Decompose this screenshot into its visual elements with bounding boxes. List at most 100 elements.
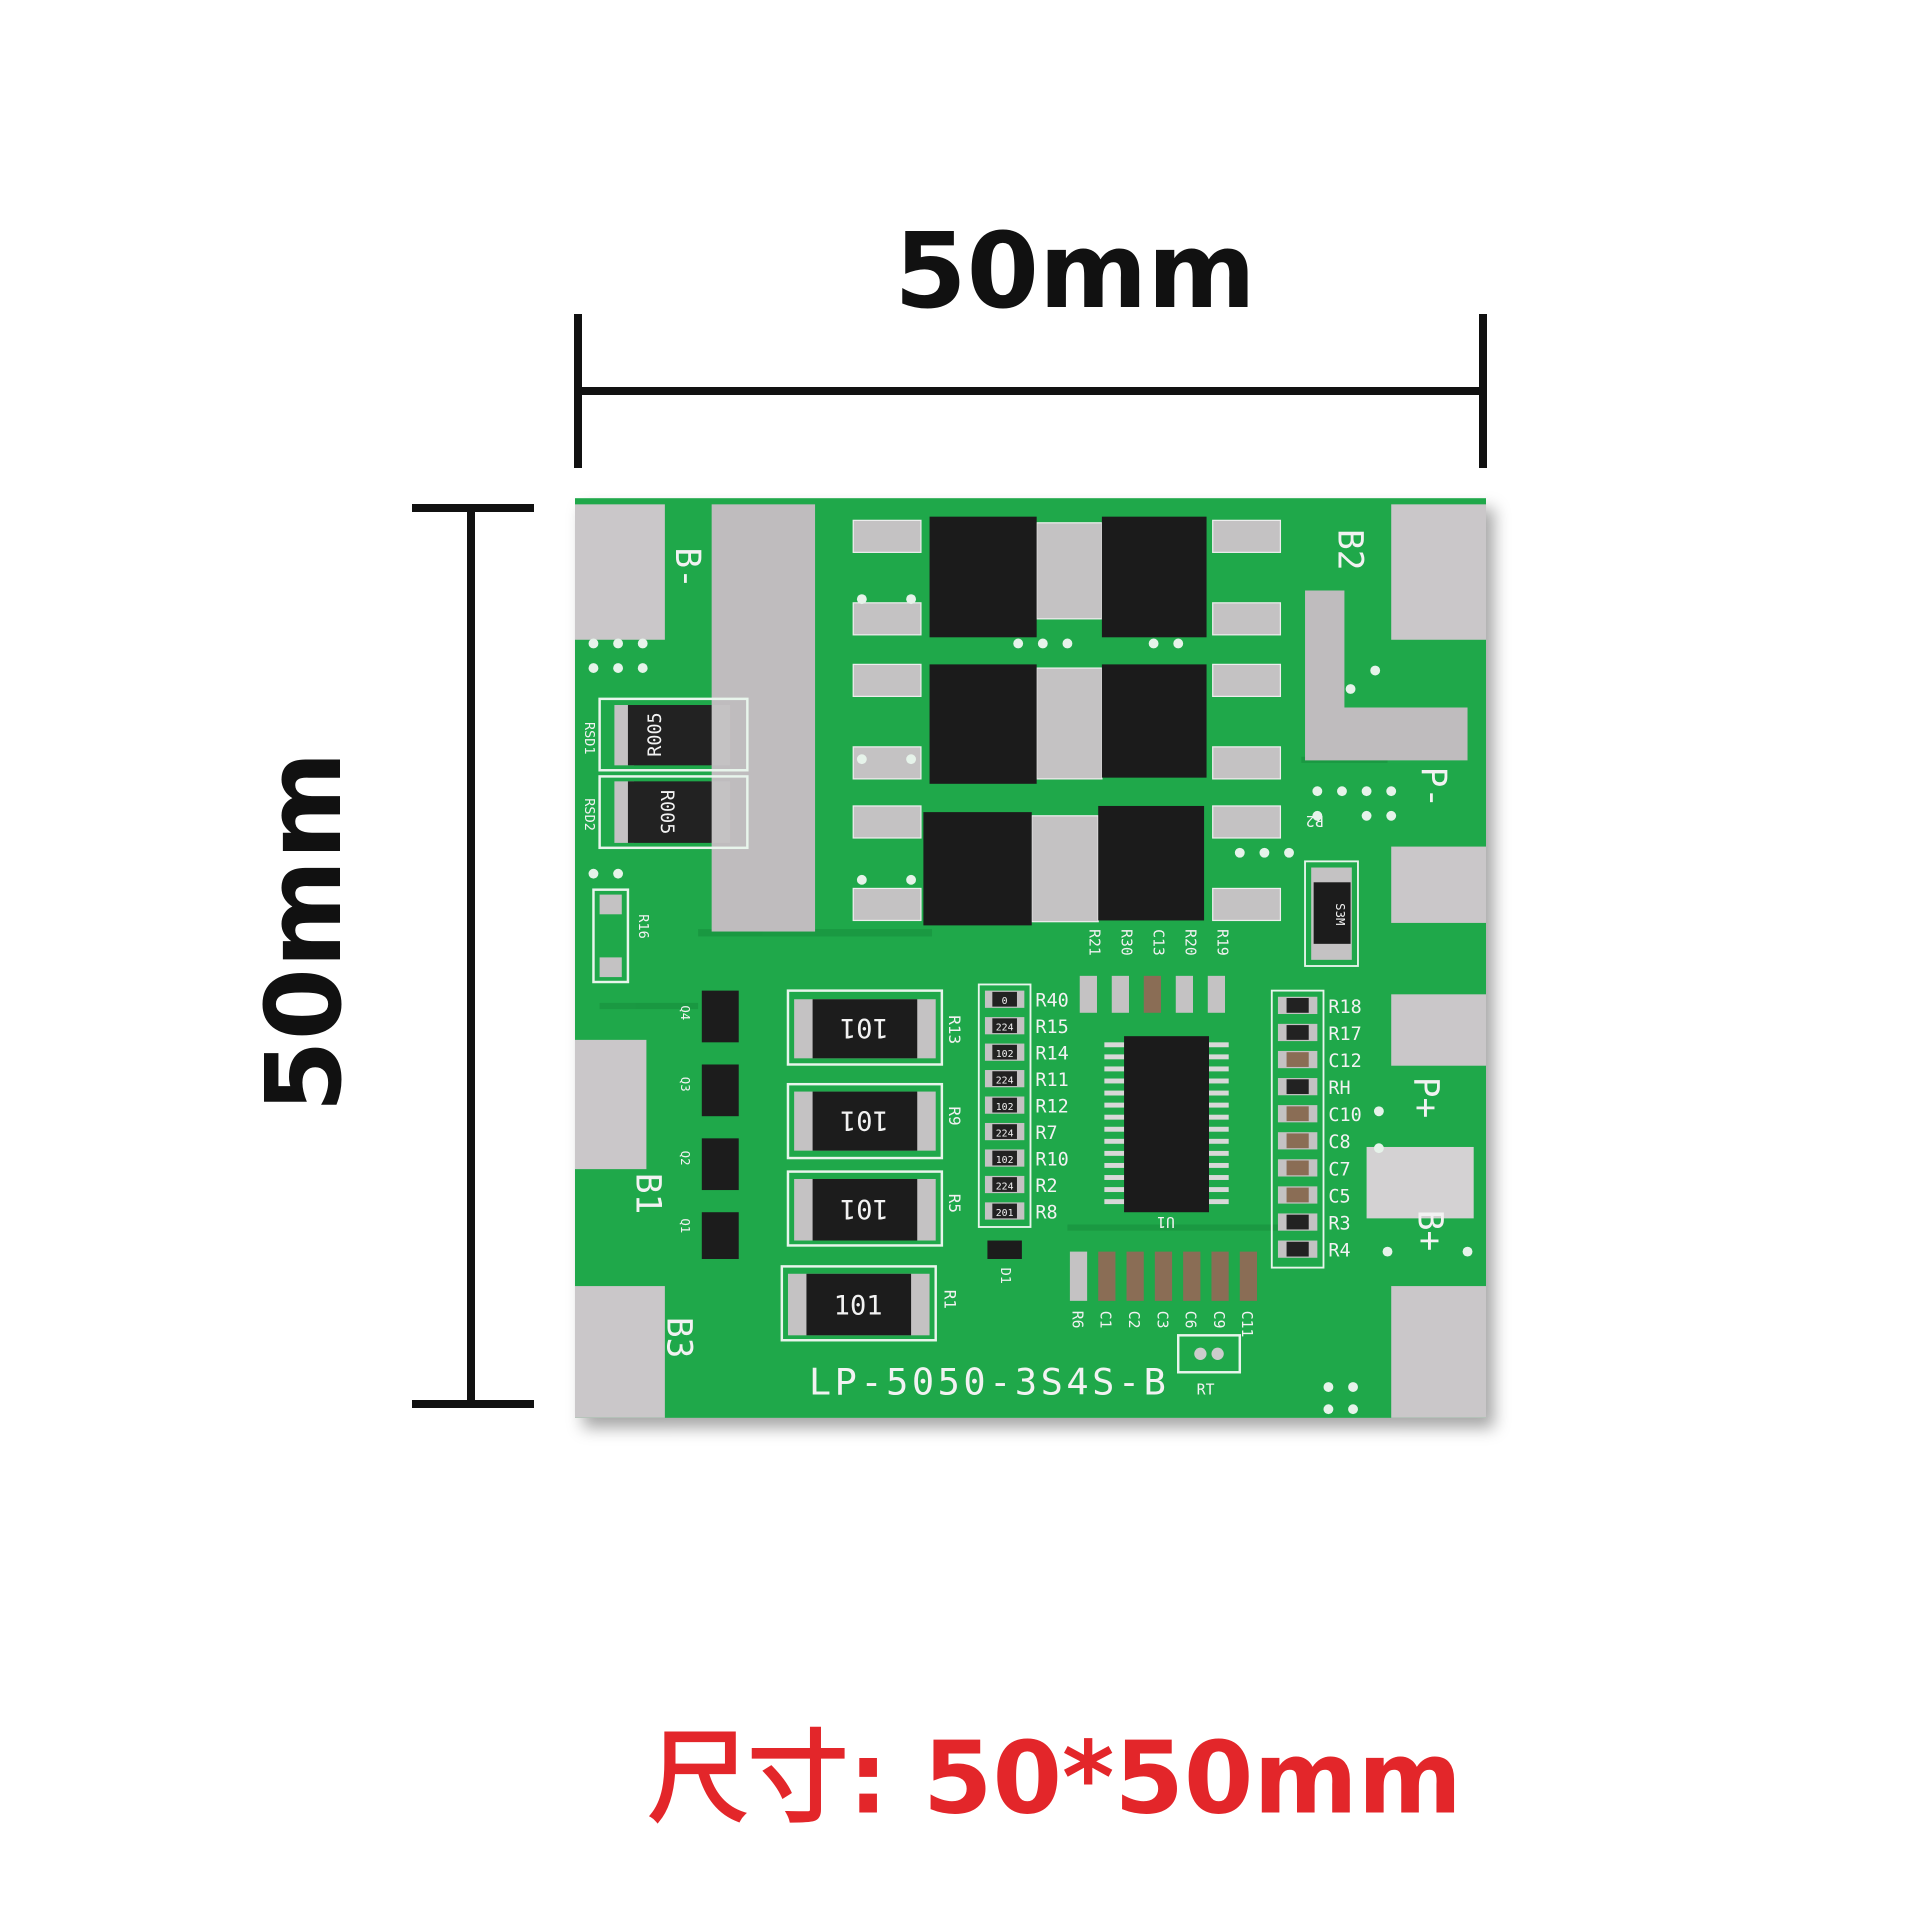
mosfet-lead-pads <box>852 519 1282 923</box>
smd-resistor-body <box>992 1203 1017 1219</box>
smd-marking: 201 <box>996 1208 1014 1219</box>
via <box>1386 786 1397 797</box>
height-dimension-tick-top <box>412 504 534 512</box>
height-dimension-label: 50mm <box>243 751 365 1113</box>
ref-label: R18 <box>1328 997 1361 1018</box>
via <box>1348 1382 1358 1392</box>
ref-label: R40 <box>1035 991 1068 1012</box>
via <box>1323 1404 1334 1415</box>
via <box>906 754 917 765</box>
via <box>1234 847 1245 858</box>
power-resistor-marking: 101 <box>834 1290 883 1321</box>
smd-body <box>1286 1241 1309 1257</box>
via <box>906 594 917 605</box>
via <box>1148 638 1159 649</box>
via <box>588 868 599 879</box>
via <box>856 874 867 885</box>
via <box>856 754 867 765</box>
ref-label: R7 <box>1035 1123 1057 1144</box>
smd-body <box>1286 1160 1309 1176</box>
smd-marking: 224 <box>996 1181 1014 1192</box>
width-dimension-line <box>578 387 1483 395</box>
ref-label: R14 <box>1035 1044 1068 1065</box>
smd-marking: 102 <box>996 1049 1014 1060</box>
shunt-resistors: R005 R005 RSD1 RSD2 <box>581 697 749 850</box>
ref-label: Q4 <box>678 1005 692 1020</box>
terminal-labels: B- B2 P- P+ B+ B1 B3 <box>628 529 1453 1358</box>
via <box>1386 810 1397 821</box>
power-resistors: 101 101 101 101 R13 R9 R5 R1 <box>780 989 964 1342</box>
mosfet <box>929 516 1037 638</box>
via <box>1373 1143 1384 1154</box>
smd-part <box>1154 1251 1173 1301</box>
smd-body <box>1286 1025 1309 1040</box>
ref-label: C3 <box>1153 1311 1170 1329</box>
terminal-pads <box>575 504 1486 1418</box>
terminal-label-p-plus: P+ <box>1406 1077 1446 1119</box>
ref-label: Q1 <box>678 1218 692 1233</box>
smd-resistor-body <box>992 1097 1017 1113</box>
mosfet <box>1098 805 1205 921</box>
shunt-ref: RSD2 <box>581 798 597 831</box>
terminal-label-b2: B2 <box>1329 529 1369 571</box>
smd-part <box>1098 1251 1116 1301</box>
via <box>1345 684 1356 694</box>
ref-label: C9 <box>1210 1311 1227 1329</box>
ref-label: C7 <box>1328 1159 1350 1180</box>
terminal-label-b-minus: B- <box>667 547 707 589</box>
ref-label: R2 <box>1035 1176 1057 1197</box>
ref-label: R9 <box>945 1106 964 1125</box>
ref-label: C5 <box>1328 1186 1350 1207</box>
via <box>588 638 599 649</box>
diode-d1 <box>987 1240 1022 1259</box>
smd-resistor-body <box>992 1044 1017 1060</box>
power-resistor-marking: 101 <box>840 1104 889 1135</box>
via <box>1370 665 1381 676</box>
width-dimension-tick-left <box>574 314 582 468</box>
mosfet <box>929 664 1037 784</box>
smd-body <box>1286 1052 1309 1067</box>
ref-label: R1 <box>940 1290 959 1309</box>
ref-label: C13 <box>1150 929 1167 956</box>
p-plus-tin-pad <box>1366 1146 1474 1219</box>
width-dimension-label: 50mm <box>894 210 1256 332</box>
via <box>1173 638 1184 649</box>
smd-resistor-body <box>992 991 1017 1007</box>
via <box>613 868 624 879</box>
shunt-marking: R005 <box>656 790 677 834</box>
transistor-refs: Q4 Q3 Q2 Q1 <box>678 1005 692 1233</box>
ic-ref: U1 <box>1157 1213 1175 1230</box>
smd-part <box>1126 1251 1144 1301</box>
ref-label: D1 <box>997 1268 1013 1284</box>
via <box>1037 638 1048 649</box>
shunt-ref: RSD1 <box>581 722 597 755</box>
ic-u1: U1 <box>1104 1036 1229 1230</box>
diode-marking: S3M <box>1333 903 1347 925</box>
via <box>1013 638 1024 649</box>
via <box>637 663 648 674</box>
ref-label: RT <box>1197 1381 1215 1398</box>
ref-label: C10 <box>1328 1105 1361 1126</box>
ref-label: R11 <box>1035 1070 1068 1091</box>
ref-label: R6 <box>1068 1311 1085 1329</box>
smd-part <box>1207 975 1226 1013</box>
b2-tin-area <box>1305 590 1468 761</box>
smd-part <box>1175 975 1194 1013</box>
via <box>1062 638 1073 649</box>
smd-marking: 102 <box>996 1102 1014 1113</box>
via <box>613 663 624 674</box>
height-dimension-line <box>467 508 475 1404</box>
power-resistor-marking: 101 <box>840 1012 889 1043</box>
ref-label: RH <box>1328 1078 1350 1099</box>
ref-label: C6 <box>1182 1311 1199 1329</box>
smd-resistor-body <box>992 1124 1017 1139</box>
size-caption: 尺寸: 50*50mm <box>648 1719 1462 1837</box>
smd-part <box>1211 1251 1229 1301</box>
ref-label: C1 <box>1097 1311 1114 1329</box>
ref-label: Q3 <box>678 1077 692 1092</box>
smd-part <box>1239 1251 1258 1301</box>
via <box>1373 1106 1384 1117</box>
via <box>1348 1404 1358 1415</box>
smd-part <box>1183 1251 1201 1301</box>
